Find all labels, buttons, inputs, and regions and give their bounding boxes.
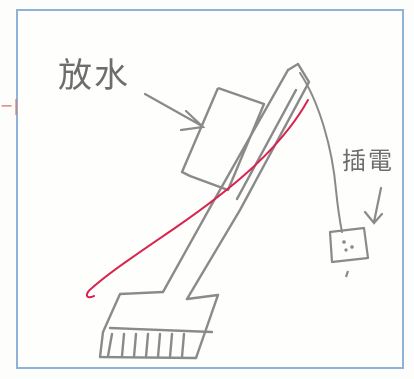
water-label: 放水 (58, 56, 130, 96)
water-arrow (143, 92, 206, 132)
margin-mark: −| (0, 96, 19, 115)
mop-handle (161, 62, 311, 301)
plug-icon (328, 226, 370, 278)
water-tank (180, 86, 266, 192)
plug-label: 插電 (342, 147, 394, 175)
red-cord-line (86, 99, 309, 299)
sketch-frame (16, 9, 404, 369)
plug-arrow (363, 186, 384, 225)
power-cord (299, 72, 343, 233)
mop-head (98, 290, 220, 360)
